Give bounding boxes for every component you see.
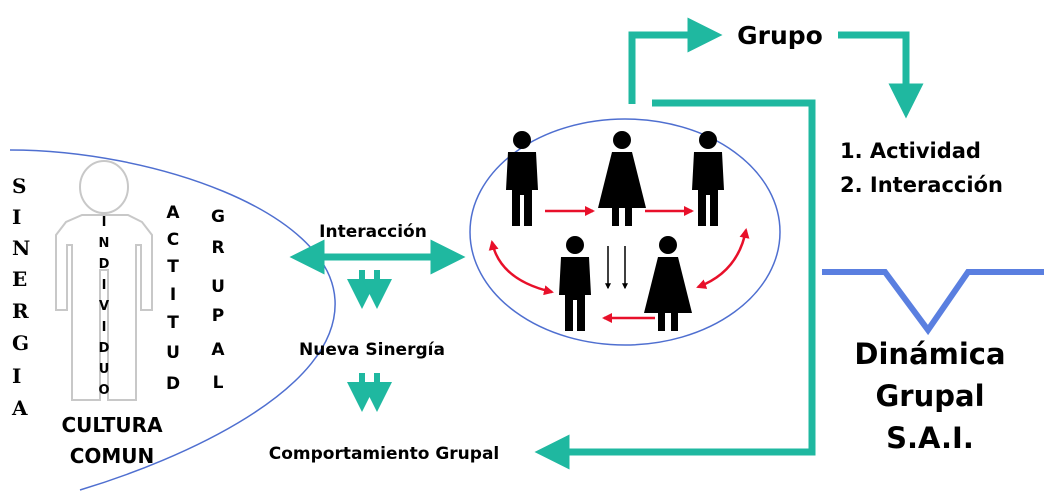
- feedback-arrow: [534, 99, 816, 470]
- grupal-letter: A: [211, 340, 225, 360]
- vertical-text-individuo: I N D I V I D U O: [98, 215, 109, 398]
- actitud-letter: T: [167, 313, 179, 333]
- black-down-arrows: [605, 246, 628, 290]
- dinamica-line: Dinámica: [854, 337, 1005, 371]
- actitud-letter: C: [167, 230, 179, 250]
- individuo-letter: I: [102, 320, 107, 335]
- actitud-letter: T: [167, 257, 179, 277]
- sinergia-letter: N: [12, 236, 30, 260]
- individuo-letter: N: [99, 236, 110, 251]
- sinergia-letter: G: [12, 331, 29, 355]
- grupal-letter: U: [211, 277, 225, 297]
- actitud-letter: I: [170, 285, 176, 305]
- sinergia-letter: E: [12, 267, 27, 291]
- to-grupo-arrow: [628, 17, 723, 104]
- individuo-letter: V: [99, 299, 109, 314]
- individuo-letter: I: [102, 215, 107, 230]
- woman-icon: [598, 131, 646, 226]
- man-icon: [506, 131, 538, 226]
- sinergia-letter: S: [12, 174, 26, 198]
- vertical-text-sinergia: S I N E R G I A: [11, 174, 30, 420]
- grupal-letter: P: [212, 306, 224, 326]
- grupo-to-list-arrow: [838, 31, 924, 119]
- left-group-ellipse: [9, 149, 336, 491]
- grupal-letter: L: [213, 373, 224, 393]
- cultura-label: CULTURA: [61, 413, 163, 437]
- sinergia-letter: I: [12, 364, 21, 388]
- grupal-letter: G: [211, 207, 225, 227]
- sinergia-letter: R: [12, 299, 29, 323]
- vertical-text-actitud: A C T I T U D: [166, 203, 180, 394]
- grupal-line: Grupal: [875, 379, 984, 413]
- individuo-letter: D: [99, 341, 110, 356]
- down-double-arrow-icon: [347, 373, 392, 412]
- woman-icon: [644, 236, 692, 331]
- individuo-letter: D: [99, 257, 110, 272]
- interaccion-label: Interacción: [319, 222, 427, 242]
- list-item-interaccion: 2. Interacción: [840, 173, 1003, 197]
- down-double-arrow-icon: [347, 270, 392, 309]
- list-item-actividad: 1. Actividad: [840, 139, 981, 163]
- sinergia-letter: A: [11, 396, 28, 420]
- comportamiento-grupal-label: Comportamiento Grupal: [269, 444, 500, 464]
- actitud-letter: D: [166, 374, 180, 394]
- grupo-label: Grupo: [737, 21, 823, 50]
- individuo-letter: U: [99, 362, 110, 377]
- actitud-letter: A: [166, 203, 180, 223]
- comun-label: COMUN: [70, 444, 155, 468]
- sai-line: S.A.I.: [886, 421, 974, 455]
- grupal-letter: R: [211, 238, 224, 258]
- nueva-sinergia-label: Nueva Sinergía: [299, 340, 445, 360]
- individuo-letter: I: [102, 278, 107, 293]
- sinergia-letter: I: [12, 205, 21, 229]
- individual-outline-icon: [55, 160, 153, 401]
- group-ellipse: [469, 118, 781, 346]
- man-icon: [559, 236, 591, 331]
- red-interaction-arrows: [488, 206, 750, 323]
- blue-v-line: [822, 269, 1044, 336]
- individuo-letter: O: [98, 383, 109, 398]
- man-icon: [692, 131, 724, 226]
- actitud-letter: U: [166, 343, 180, 363]
- vertical-text-grupal: G R U P A L: [211, 207, 225, 393]
